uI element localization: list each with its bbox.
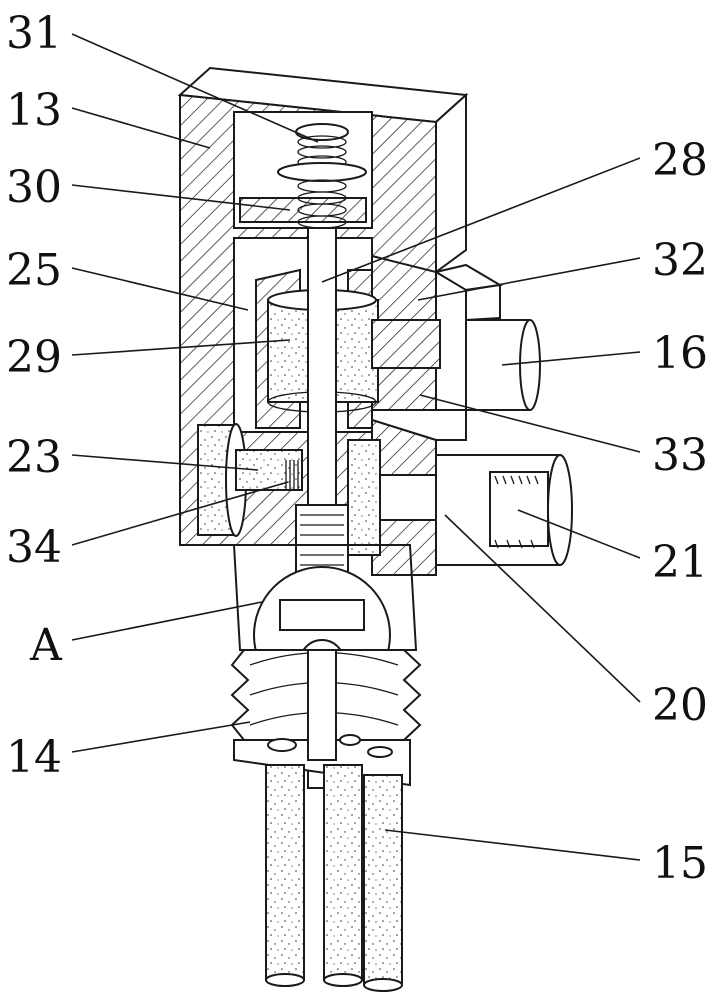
leader-33: [419, 394, 641, 453]
label-13: 13: [6, 85, 62, 136]
label-34: 34: [6, 522, 62, 573]
label-25: 25: [6, 245, 62, 296]
leader-31: [71, 33, 319, 143]
leader-34: [71, 481, 289, 546]
leader-14: [71, 721, 251, 753]
leader-21: [517, 509, 641, 559]
leader-29: [71, 339, 291, 356]
label-30: 30: [6, 162, 62, 213]
rack-teeth-right: [494, 475, 539, 549]
label-32: 32: [652, 235, 708, 286]
label-16: 16: [652, 328, 708, 379]
leader-32: [417, 257, 641, 301]
compression-spring: [277, 135, 367, 229]
label-28: 28: [652, 135, 708, 186]
lower-body: [230, 544, 422, 787]
label-14: 14: [6, 732, 62, 783]
leader-13: [71, 107, 211, 149]
rack-teeth-left: [285, 460, 299, 490]
leader-20: [444, 514, 641, 703]
reference-labels: 31 13 30 25 29 23 34 A 14 28 32 16 33 21…: [6, 8, 708, 889]
label-31: 31: [6, 8, 62, 59]
support-posts: [265, 764, 403, 992]
label-29: 29: [6, 332, 62, 383]
leader-15: [384, 829, 641, 861]
label-15: 15: [652, 838, 708, 889]
leader-30: [71, 184, 291, 211]
spring-assembly: [233, 111, 373, 229]
label-A: A: [29, 620, 63, 671]
label-23: 23: [6, 432, 62, 483]
leader-16: [501, 351, 641, 366]
label-21: 21: [652, 537, 708, 588]
leader-28: [321, 157, 641, 283]
leader-25: [71, 267, 249, 311]
leader-23: [71, 454, 259, 471]
upper-chamber: [233, 237, 379, 433]
leader-A: [71, 601, 263, 641]
label-33: 33: [652, 430, 708, 481]
lower-chamber: [197, 423, 573, 566]
label-20: 20: [652, 680, 708, 731]
outlet-port: [371, 263, 541, 576]
leader-lines: [71, 33, 641, 861]
